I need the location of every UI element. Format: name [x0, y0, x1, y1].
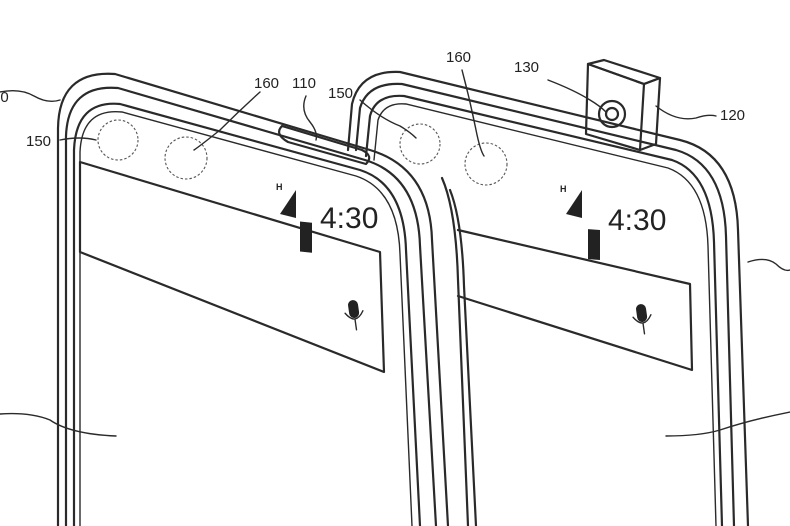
label-160-left: 160 — [254, 75, 279, 92]
search-bar-right — [456, 228, 694, 372]
popup-camera-module — [584, 58, 662, 152]
label-120: 120 — [720, 107, 745, 124]
front-camera-right — [399, 123, 441, 165]
label-150-right: 150 — [328, 85, 353, 102]
signal-icon — [566, 190, 582, 218]
label-160-right: 160 — [446, 49, 471, 66]
network-type-indicator: H — [276, 182, 283, 192]
battery-icon — [300, 221, 312, 253]
front-camera-left — [97, 119, 139, 161]
label-150-left: 150 — [26, 133, 51, 150]
status-time: 4:30 — [608, 204, 666, 237]
microphone-icon — [632, 304, 652, 335]
left-phone: H 4:30 — [0, 72, 450, 526]
network-type-indicator: H — [560, 184, 567, 194]
battery-icon — [588, 229, 600, 260]
label-110: 110 — [292, 75, 316, 92]
label-130: 130 — [514, 59, 539, 76]
label-10: 10 — [0, 89, 9, 106]
microphone-icon — [344, 300, 364, 331]
search-bar-left — [78, 160, 386, 374]
sensor-right — [464, 142, 508, 186]
right-phone: H 4:30 — [346, 58, 790, 526]
sensor-left — [164, 136, 208, 180]
status-time: 4:30 — [320, 202, 378, 235]
signal-icon — [280, 190, 296, 218]
camera-lens-icon — [597, 99, 627, 129]
